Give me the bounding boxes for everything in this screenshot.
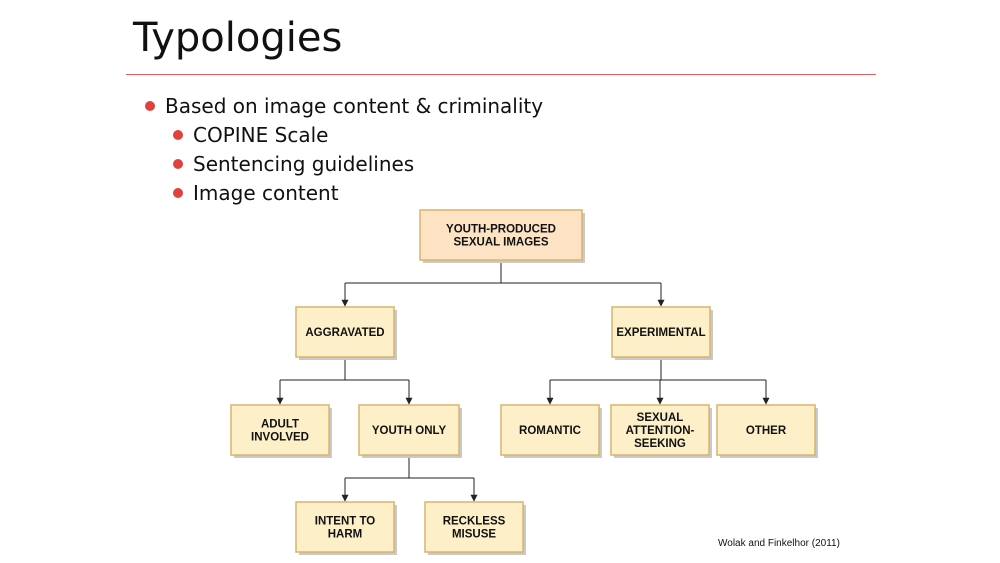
bullet-item: COPINE Scale	[173, 121, 543, 150]
node-label: INVOLVED	[251, 432, 309, 444]
node-label: EXPERIMENTAL	[616, 327, 705, 339]
node-label: AGGRAVATED	[305, 327, 384, 339]
node-box	[295, 306, 395, 358]
bullet-dot-icon	[173, 130, 183, 140]
node-label: YOUTH ONLY	[372, 425, 447, 437]
diagram-connectors	[276, 260, 770, 502]
node-aggravated: AGGRAVATED	[295, 306, 397, 360]
node-youth: YOUTH ONLY	[358, 404, 462, 458]
node-box	[500, 404, 600, 456]
node-label: SEXUAL	[637, 412, 684, 424]
node-label: ADULT	[261, 419, 299, 431]
node-box	[424, 501, 524, 553]
node-box	[610, 404, 710, 456]
citation: Wolak and Finkelhor (2011)	[718, 538, 840, 549]
node-label: HARM	[328, 529, 363, 541]
bullet-item: Sentencing guidelines	[173, 150, 543, 179]
node-label: SEXUAL IMAGES	[454, 237, 549, 249]
node-box	[230, 404, 330, 456]
bullet-dot-icon	[173, 159, 183, 169]
node-other: OTHER	[716, 404, 818, 458]
bullet-text: COPINE Scale	[193, 123, 329, 147]
node-box	[358, 404, 460, 456]
bullet-text: Based on image content & criminality	[165, 94, 544, 118]
bullet-text: Sentencing guidelines	[193, 152, 415, 176]
node-label: MISUSE	[452, 529, 496, 541]
node-label: YOUTH-PRODUCED	[446, 224, 556, 236]
node-label: INTENT TO	[315, 516, 376, 528]
bullet-item: Based on image content & criminality	[145, 92, 543, 121]
node-label: SEEKING	[634, 438, 686, 450]
node-label: OTHER	[746, 425, 787, 437]
node-romantic: ROMANTIC	[500, 404, 602, 458]
node-box	[419, 209, 583, 261]
bullet-item: Image content	[173, 179, 543, 208]
slide-title: Typologies	[133, 15, 343, 61]
bullet-dot-icon	[145, 101, 155, 111]
title-divider	[126, 74, 876, 75]
node-label: ROMANTIC	[519, 425, 581, 437]
node-experimental: EXPERIMENTAL	[611, 306, 713, 360]
bullet-dot-icon	[173, 188, 183, 198]
node-box	[611, 306, 711, 358]
node-label: RECKLESS	[443, 516, 506, 528]
node-label: ATTENTION-	[626, 425, 695, 437]
bullet-text: Image content	[193, 181, 339, 205]
node-box	[295, 501, 395, 553]
node-box	[716, 404, 816, 456]
bullet-list: Based on image content & criminality COP…	[145, 92, 543, 208]
